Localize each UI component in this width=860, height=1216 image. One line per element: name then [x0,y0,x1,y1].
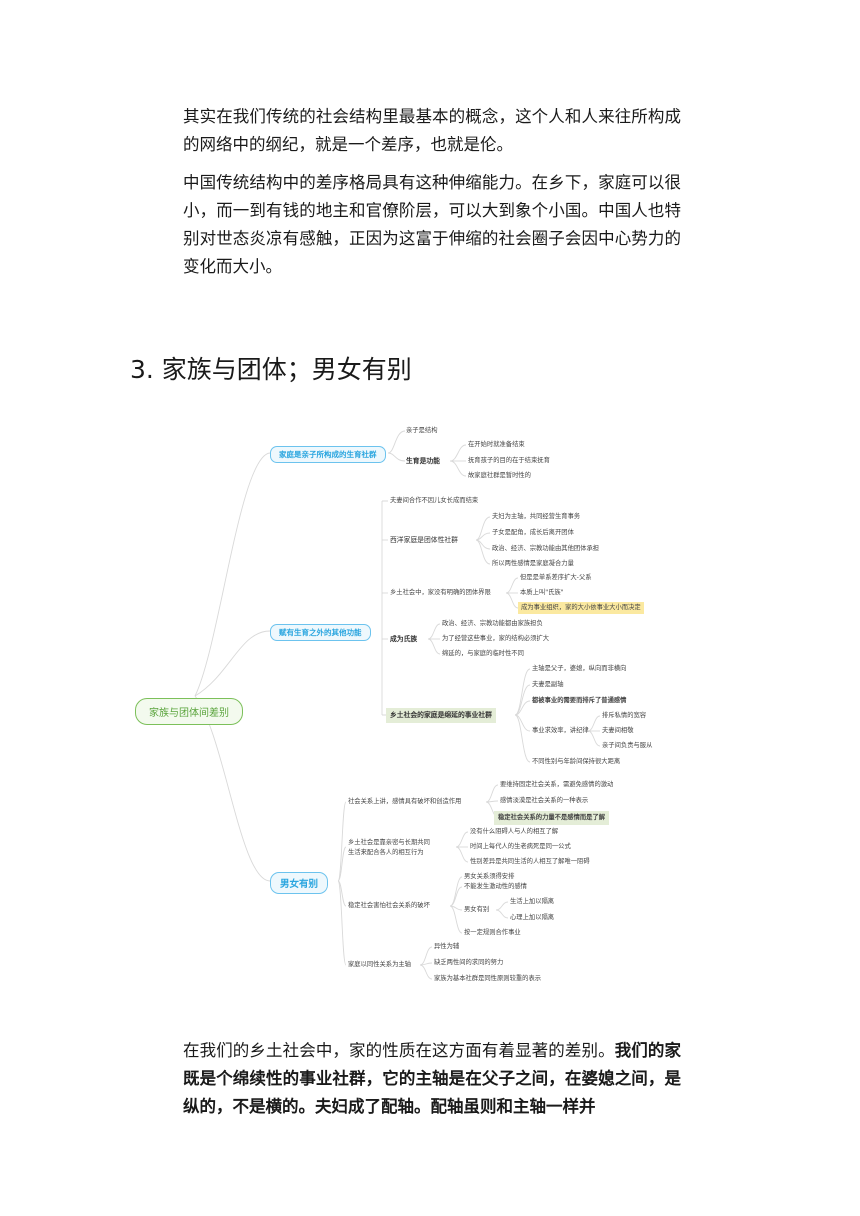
section-heading: 3. 家族与团体；男女有别 [130,355,412,384]
leaf-b3-int-1: 没有什么阻碍人与人的相互了解 [470,828,559,835]
node-parent-child-structure: 亲子是结构 [406,427,438,434]
leaf-b2-western-3: 政治、经济、宗教功能由其他团体承担 [492,545,600,552]
node-rural-intimacy-1: 乡土社会是靠亲密与长期共同 [348,839,430,846]
paragraph-chaxu: 其实在我们传统的社会结构里最基本的概念，这个人和人来往所构成的网络中的纲纪，就是… [183,107,681,154]
leaf-b2-rural-1: 但是是单系差序扩大-父系 [520,574,592,581]
leaf-b2-ent-4: 事业求效率，讲纪律 [532,727,589,734]
leaf-b1-3: 故家庭社群是暂时性的 [468,472,531,479]
paragraph-rural-family: 在我们的乡土社会中，家的性质在这方面有着显著的差别。我们的家既是个绵续性的事业社… [183,1037,681,1121]
node-become-clan: 成为氏族 [390,635,418,643]
leaf-b3-int-3: 性别差异是共同生活的人相互了解唯一阻碍 [470,858,590,865]
leaf-b1-1: 在开始时就准备结束 [468,441,525,448]
node-rural-enterprise-group: 乡土社会的家庭是绵延的事业社群 [386,708,496,723]
leaf-b2-ent-sub-3: 亲子间负责与服从 [602,742,653,749]
leaf-b2-clan-3: 绵延的，与家庭的临时性不同 [442,650,524,657]
leaf-b2-clan-1: 政治、经济、宗教功能都由家族担负 [442,620,543,627]
node-western-family: 西洋家庭是团体性社群 [390,536,458,544]
leaf-b2-rural-3-highlight: 成为事业组织，家的大小依事业大小而决定 [518,602,644,614]
paragraph-plain-text: 在我们的乡土社会中，家的性质在这方面有着显著的差别。 [183,1041,615,1060]
leaf-b3-stab-2: 不能发生激动性的感情 [464,883,527,890]
leaf-b2-rural-2: 本质上叫"氏族" [520,589,564,596]
leaf-b3-emo-2: 感情淡漠是社会关系的一种表示 [500,797,589,804]
branch-family-reproduction: 家庭是亲子所构成的生育社群 [270,446,386,463]
node-reproduction-function: 生育是功能 [406,457,440,465]
node-rural-family-boundary: 乡土社会中，家没有明确的团体界限 [390,589,491,596]
leaf-b3-emo-1: 要维持固定社会关系，需避免感情的激动 [500,781,614,788]
leaf-b2-western-4: 所以两性感情是家庭凝合力量 [492,560,574,567]
leaf-b3-axis-3: 家族为基本社群是同性原则较重的表示 [434,975,542,982]
leaf-b3-stab-4: 按一定规则合作事业 [464,929,521,936]
paragraph-bold-text: 我们的家既是个绵续性的事业社群，它的主轴是在父子之间，在婆媳之间，是纵的，不是横… [183,1041,682,1116]
leaf-b2-ent-sub-2: 夫妻间相敬 [602,727,634,734]
branch-other-functions: 赋有生育之外的其他功能 [270,624,371,641]
leaf-b3-int-2: 时间上每代人的生老病死是同一公式 [470,843,571,850]
leaf-b3-axis-2: 缺乏两性间的求同的努力 [434,959,504,966]
node-couple-cooperation: 夫妻间合作不因儿女长成而结束 [390,497,479,504]
leaf-b2-ent-3: 都被事业的需要而排斥了普通感情 [532,697,627,704]
leaf-b2-western-2: 子女是配角，成长后离开团体 [492,529,574,536]
leaf-b3-sep-2: 心理上加以隔离 [510,914,555,921]
leaf-b3-stab-1: 男女关系须得安排 [464,873,515,880]
node-same-sex-axis: 家庭以同性关系为主轴 [348,961,411,968]
leaf-b1-2: 抚育孩子的目的在于结束抚育 [468,457,550,464]
node-rural-intimacy-2: 生活来配合各人的相互行为 [348,849,424,856]
leaf-b2-ent-sub-1: 排斥私情的宽容 [602,712,647,719]
leaf-b3-stab-3: 男女有别 [464,906,490,913]
leaf-b2-clan-2: 为了经营这些事业，家的结构必须扩大 [442,635,550,642]
leaf-b2-ent-2: 夫妻是副轴 [532,681,564,688]
paragraph-elasticity: 中国传统结构中的差序格局具有这种伸缩能力。在乡下，家庭可以很小，而一到有钱的地主… [183,173,681,276]
leaf-b3-axis-1: 异性为辅 [434,943,460,950]
mindmap-root-node: 家族与团体间差别 [135,698,243,725]
branch-gender-distinction: 男女有别 [270,872,329,894]
node-stable-society-fear: 稳定社会害怕社会关系的破坏 [348,902,430,909]
leaf-b2-ent-5: 不同性别与年龄间保持很大距离 [532,758,621,765]
node-emotion-social: 社会关系上讲，感情具有破坏和创造作用 [348,798,462,805]
mind-map: 家族与团体间差别 家庭是亲子所构成的生育社群 亲子是结构 生育是功能 在开始时就… [130,415,690,1005]
leaf-b2-ent-1: 主轴是父子，婆媳，纵向而非横向 [532,665,627,672]
leaf-b2-western-1: 夫妇为主轴，共同经营生育事务 [492,513,581,520]
leaf-b3-emo-3-highlight: 稳定社会关系的力量不是感情而是了解 [494,811,610,825]
leaf-b3-sep-1: 生活上加以隔离 [510,898,555,905]
